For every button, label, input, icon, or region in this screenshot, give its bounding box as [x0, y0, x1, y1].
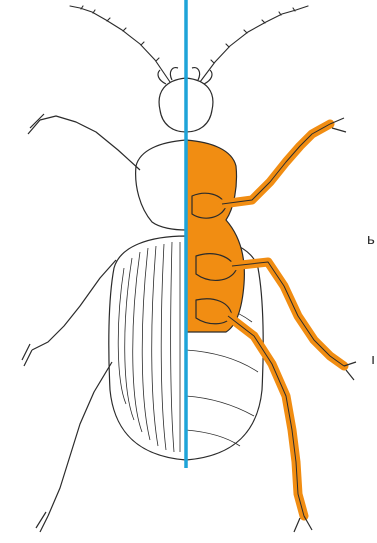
- right-half-ventral: [186, 68, 356, 532]
- left-half-outline: [22, 68, 186, 532]
- antennae: [70, 6, 308, 82]
- edge-glyph-lower: ı: [371, 352, 375, 367]
- edge-glyph-upper: ь: [367, 232, 375, 247]
